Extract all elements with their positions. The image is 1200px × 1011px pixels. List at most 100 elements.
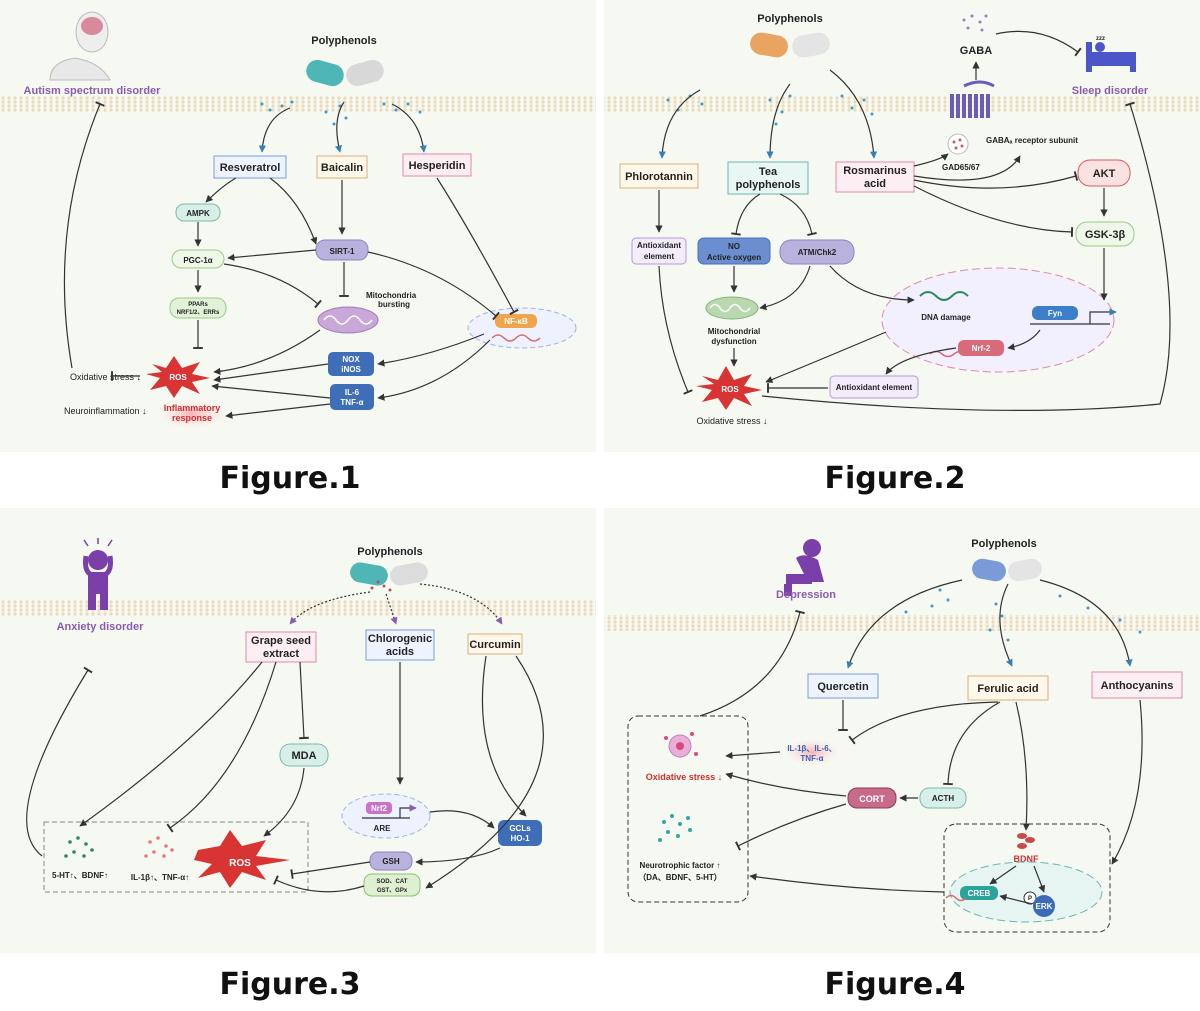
gsk-node xyxy=(1075,221,1135,247)
quercetin-box xyxy=(807,673,879,699)
phlorotannin-label: Phlorotannin xyxy=(625,171,693,183)
cort-label: CORT xyxy=(859,794,885,804)
figure-3: Anxiety disorder Polyphenols Grape seed … xyxy=(26,538,544,1002)
mda-node xyxy=(279,743,329,767)
nrf2-label-2: Nrf-2 xyxy=(972,344,991,353)
membrane-4 xyxy=(604,615,1200,631)
tea-box xyxy=(727,161,809,195)
dna-icon-4 xyxy=(945,894,967,902)
erk-label: ERK xyxy=(1036,902,1053,911)
nucleus-2 xyxy=(881,267,1115,373)
quercetin-label: Quercetin xyxy=(817,681,869,693)
phlorotannin-box xyxy=(619,163,699,189)
cytokine-glow xyxy=(778,736,846,768)
creb-node xyxy=(960,886,998,900)
gad-vesicle xyxy=(947,133,969,155)
mitochondria-icon-1 xyxy=(317,306,379,334)
arrow-2a xyxy=(658,89,701,159)
grape-label-1: Grape seed xyxy=(251,635,311,647)
pathway-arrows-1 xyxy=(63,101,519,419)
antioxidant-label-1a: Antioxidant xyxy=(637,241,681,250)
nucleus-4 xyxy=(949,861,1103,923)
mito-dys-label-1: Mitochondrial xyxy=(708,327,760,336)
il6-label-2: TNF-α xyxy=(340,398,363,407)
nrf2-node-3 xyxy=(366,802,392,814)
fyn-label: Fyn xyxy=(1048,309,1062,318)
neurotrophic-label-2: （DA、BDNF、5-HT） xyxy=(638,872,722,882)
capsule-icon-4 xyxy=(972,558,1042,582)
gaba-molecules xyxy=(962,14,988,32)
tea-label-1: Tea xyxy=(759,166,778,178)
resveratrol-box xyxy=(213,155,287,179)
figure-4: Depression Polyphenols Quercetin Ferulic… xyxy=(627,538,1183,1002)
figure-1: Autism spectrum disorder Polyphenols Res… xyxy=(24,11,577,496)
figure-3-title: Figure.3 xyxy=(219,967,360,1002)
gsh-node xyxy=(369,851,413,871)
ppars-label-2: NRF1/2、ERRs xyxy=(177,310,220,316)
sod-label-2: GST、GPx xyxy=(377,888,408,894)
figure-4-title: Figure.4 xyxy=(824,967,965,1002)
are-promoter xyxy=(399,804,417,818)
nox-node xyxy=(328,352,374,376)
cytokine-label-1: IL-1β、IL-6、 xyxy=(787,744,836,753)
oxidative-cell-icon xyxy=(664,732,698,758)
membrane-1 xyxy=(0,96,596,112)
arrow-3a xyxy=(289,591,371,625)
receptor-label: GABAₐ receptor subunit xyxy=(986,136,1078,145)
polyphenols-header-4: Polyphenols xyxy=(971,538,1036,550)
rosmarinus-label-2: acid xyxy=(864,178,886,190)
arrow-2c xyxy=(829,69,878,159)
figure-1-title: Figure.1 xyxy=(219,461,360,496)
antioxidant-node-1 xyxy=(631,237,687,265)
il6-node xyxy=(330,384,374,410)
rosmarinus-label-1: Rosmarinus xyxy=(843,165,907,177)
ampk-node xyxy=(175,203,221,222)
pathway-arrows-2 xyxy=(655,101,1171,411)
baicalin-label: Baicalin xyxy=(321,162,363,174)
gaba-label: GABA xyxy=(960,45,992,57)
fyn-node xyxy=(1032,306,1078,320)
are-label: ARE xyxy=(374,824,392,833)
depression-person-icon xyxy=(784,539,824,596)
hesperidin-box xyxy=(402,153,472,177)
pgc-node xyxy=(171,249,225,269)
anxiety-label: Anxiety disorder xyxy=(57,621,145,633)
pgc-label: PGC-1α xyxy=(183,256,212,265)
serotonin-particles xyxy=(64,836,94,858)
polyphenols-header-2: Polyphenols xyxy=(757,13,822,25)
gcls-label-2: HO-1 xyxy=(510,834,530,843)
chlorogenic-label-2: acids xyxy=(386,646,414,658)
particles-1 xyxy=(260,100,422,126)
mito-dys-label-2: dysfunction xyxy=(711,337,756,346)
rosmarinus-box xyxy=(835,161,915,193)
polyphenols-header-3: Polyphenols xyxy=(357,546,422,558)
ferulic-box xyxy=(967,675,1049,701)
ros-burst-3 xyxy=(194,830,290,888)
anxiety-person-icon xyxy=(83,538,113,610)
arrow-2b xyxy=(766,83,791,159)
phospho-label: P xyxy=(1028,896,1032,902)
anthocyanins-label: Anthocyanins xyxy=(1101,680,1174,692)
ppars-label-1: PPARs xyxy=(188,302,208,308)
ros-burst-2 xyxy=(696,366,762,410)
arrow-3c xyxy=(419,583,503,625)
figure-2: Polyphenols GABA zzz Sleep disorder xyxy=(619,13,1171,496)
neurotrophic-label-1: Neurotrophic factor ↑ xyxy=(640,861,721,870)
arrow-4b xyxy=(999,583,1013,667)
depression-label: Depression xyxy=(776,589,836,601)
baicalin-box xyxy=(316,155,368,179)
ferulic-label: Ferulic acid xyxy=(977,683,1038,695)
grape-label-2: extract xyxy=(263,648,299,660)
ros-label-1: ROS xyxy=(169,373,187,382)
neurotrophic-particles xyxy=(658,814,692,842)
dna-icon-2 xyxy=(919,291,969,301)
head-brain-icon xyxy=(49,11,111,81)
chlorogenic-label-1: Chlorogenic xyxy=(368,633,432,645)
acth-label: ACTH xyxy=(932,794,954,803)
bdnf-box xyxy=(943,823,1111,933)
ampk-label: AMPK xyxy=(186,209,210,218)
bed-icon: zzz xyxy=(1086,36,1136,72)
no-label-2: Active oxygen xyxy=(707,253,761,262)
mito-label-2: bursting xyxy=(378,300,410,309)
